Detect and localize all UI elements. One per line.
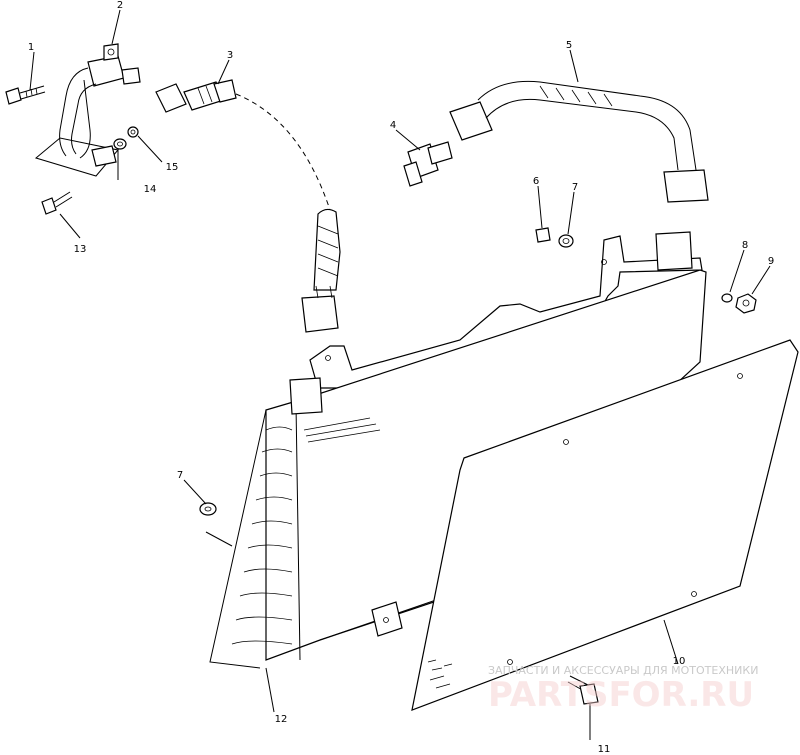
callout-1: 1 [28,42,34,53]
callout-4: 4 [390,120,396,131]
bolt-11 [567,675,599,740]
callout-10: 10 [673,656,686,667]
bolt-13 [41,191,73,215]
washer-8 [721,293,733,303]
fitting-block-assembly [34,43,141,177]
callout-5: 5 [566,40,572,51]
nut-9 [735,293,757,314]
callout-14: 14 [144,184,157,195]
callout-labels: 1 2 3 4 5 6 7 7 8 9 10 11 12 13 14 15 [28,0,774,755]
washer-7-top [558,234,574,248]
hose-5 [449,80,709,203]
callout-2: 2 [117,0,123,11]
adapter-3 [155,79,237,113]
grommet-6 [535,227,551,243]
callout-6: 6 [533,176,539,187]
washer-7-lower [199,502,217,516]
callout-7-top: 7 [572,182,578,193]
leader-lines [29,9,771,713]
callout-15: 15 [166,162,179,173]
callout-3: 3 [227,50,233,61]
screen-plate-10 [411,339,799,711]
callout-11: 11 [598,744,611,755]
callout-8: 8 [742,240,748,251]
washer-15 [127,126,139,138]
bolt-1 [5,85,46,105]
callout-13: 13 [74,244,87,255]
watermark-tagline: ЗАПЧАСТИ И АКСЕССУАРЫ ДЛЯ МОТОТЕХНИКИ [488,664,758,677]
callout-12: 12 [275,714,288,725]
callout-9: 9 [768,256,774,267]
hose-left [301,208,341,333]
callout-7-lower: 7 [177,470,183,481]
connector-4 [403,141,453,187]
watermark: ЗАПЧАСТИ И АКСЕССУАРЫ ДЛЯ МОТОТЕХНИКИ PA… [488,664,758,715]
washer-14 [113,138,127,150]
watermark-brand: PARTSFOR.RU [488,675,754,715]
hose-routing-dashed-line [235,93,331,211]
